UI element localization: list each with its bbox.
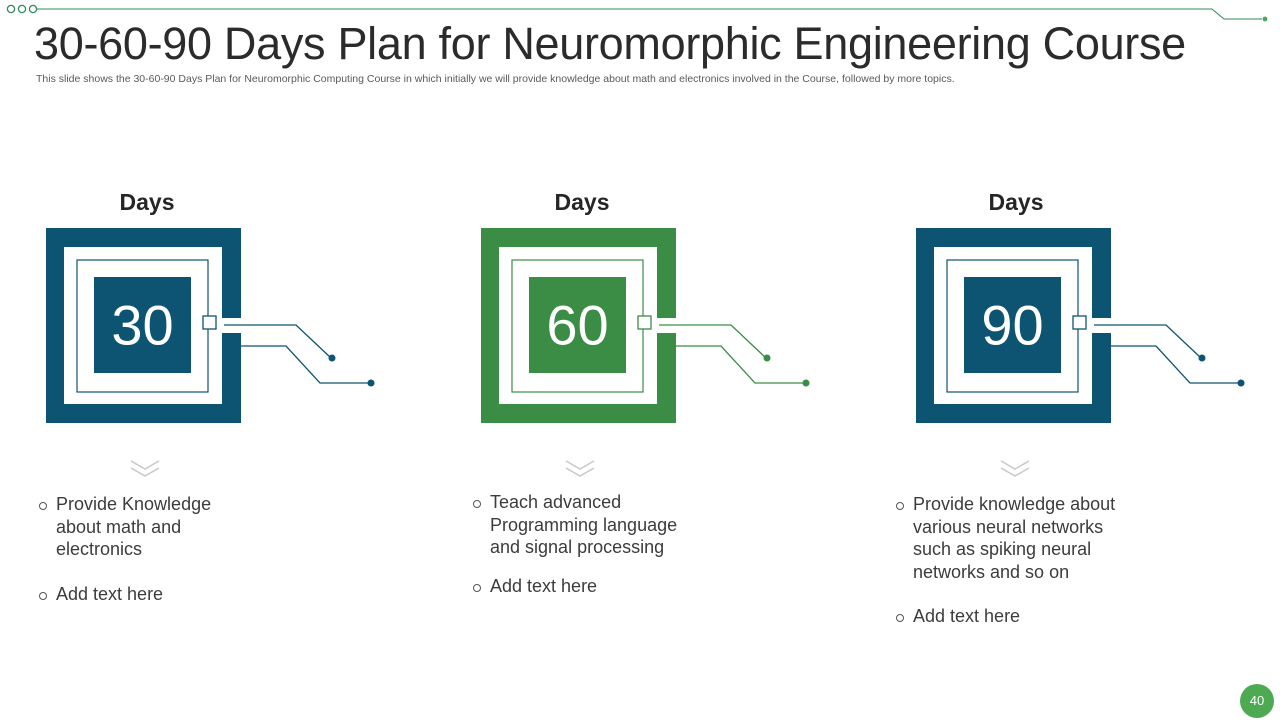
bullet-list: Provide knowledge about various neural n… [894, 493, 1139, 628]
column-heading: Days [554, 189, 610, 215]
bullet-item: Add text here [894, 605, 1139, 628]
bullet-item: Provide knowledge about various neural n… [894, 493, 1139, 583]
circuit-line-upper [224, 324, 332, 359]
days-frame: 90 [916, 228, 1245, 423]
chevron-down-icon [130, 460, 160, 477]
plan-column-60: Days 60 Teach advanced Programming langu… [435, 0, 835, 720]
circuit-dot [763, 354, 771, 362]
chevron-down-icon [1000, 460, 1030, 477]
number-box [94, 277, 191, 373]
bullet-item: Teach advanced Programming language and … [471, 491, 696, 559]
connector-node [637, 315, 652, 330]
page-number-badge: 40 [1240, 684, 1274, 718]
number-box [529, 277, 626, 373]
slide-subtitle: This slide shows the 30-60-90 Days Plan … [36, 73, 955, 85]
deco-line [37, 8, 1262, 20]
plan-column-90: Days 90 Provide knowledge about various … [870, 0, 1270, 720]
bullet-item: Add text here [471, 575, 696, 598]
deco-ring [6, 4, 16, 14]
day-number: 30 [111, 294, 173, 357]
circuit-dot [802, 379, 810, 387]
slide-title: 30-60-90 Days Plan for Neuromorphic Engi… [34, 18, 1186, 69]
connector-node [1072, 315, 1087, 330]
circuit-dot [1237, 379, 1245, 387]
column-heading: Days [119, 189, 175, 215]
circuit-line-upper [1094, 324, 1202, 359]
day-number: 90 [981, 294, 1043, 357]
bullet-list: Provide Knowledge about math and electro… [37, 493, 252, 605]
bullet-item: Add text here [37, 583, 252, 606]
bullet-item: Provide Knowledge about math and electro… [37, 493, 252, 561]
circuit-line-lower [1094, 345, 1238, 384]
circuit-dot [367, 379, 375, 387]
connector-node [202, 315, 217, 330]
circuit-dot [328, 354, 336, 362]
column-heading: Days [988, 189, 1044, 215]
number-box [964, 277, 1061, 373]
circuit-line-lower [224, 345, 368, 384]
deco-ring [28, 4, 38, 14]
plan-column-30: Days 30 Provide Knowledge about math and… [0, 0, 400, 720]
circuit-line-lower [659, 345, 803, 384]
top-decorative-line [6, 4, 1268, 22]
circuit-dot [1198, 354, 1206, 362]
circuit-line-upper [659, 324, 767, 359]
chevron-down-icon [565, 460, 595, 477]
days-frame: 60 [481, 228, 810, 423]
day-number: 60 [546, 294, 608, 357]
days-frame: 30 [46, 228, 375, 423]
deco-dot [1262, 16, 1268, 22]
deco-ring [17, 4, 27, 14]
bullet-list: Teach advanced Programming language and … [471, 491, 696, 597]
